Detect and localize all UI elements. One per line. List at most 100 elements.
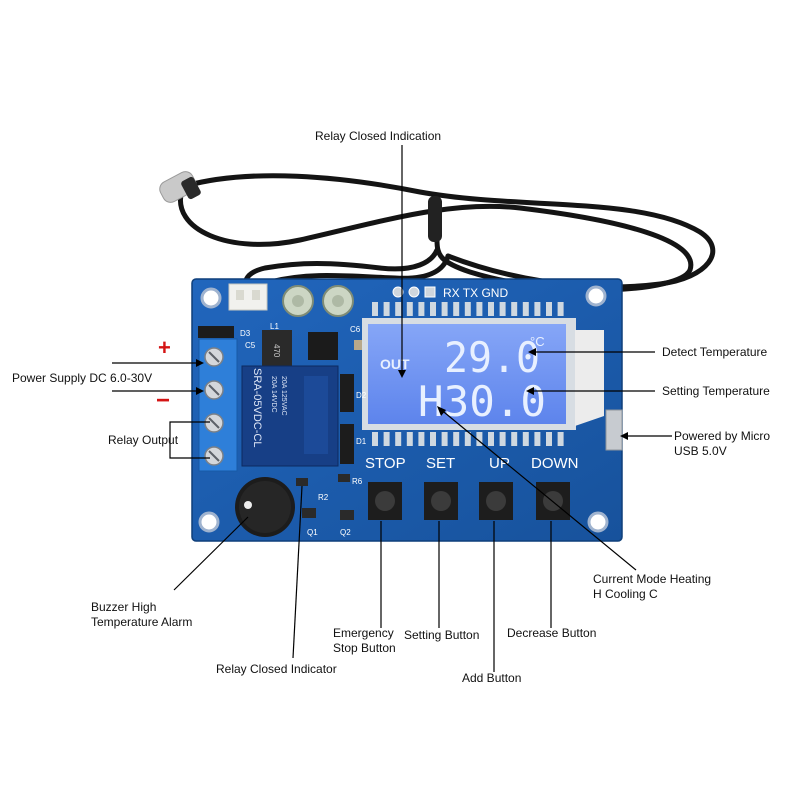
callout-buzzer (173, 516, 249, 591)
lcd-pin (441, 302, 448, 316)
lcd-pin (511, 432, 518, 446)
stop-button[interactable] (368, 482, 402, 520)
label-relay-closed-indicator: Relay Closed Indicator (216, 662, 337, 676)
label-relay-closed-indication: Relay Closed Indication (315, 129, 441, 143)
lcd-pin (557, 302, 564, 316)
silk-set: SET (426, 455, 455, 472)
relay-rating-1: 20A 14VDC (270, 376, 277, 413)
mounting-holes (198, 285, 609, 533)
callout-relay-closed-indicator (292, 485, 303, 659)
polarity-minus: − (156, 387, 170, 414)
lcd-pin (488, 432, 494, 446)
lcd-pin (418, 432, 425, 446)
up-button[interactable] (479, 482, 513, 520)
relay: SRA-05VDC-CL 20A 14VDC 20A 125VAC (241, 365, 339, 467)
lcd-pin (441, 432, 448, 446)
lcd-unit: °C (530, 334, 545, 349)
lcd-pin (476, 302, 483, 316)
lcd-pin (511, 302, 518, 316)
polarity-plus: + (158, 335, 171, 360)
lcd-pin (453, 432, 460, 446)
arrow-detect-temperature (528, 348, 536, 356)
lcd-pin (488, 302, 494, 316)
lcd-pin (522, 432, 529, 446)
label-add-button: Add Button (462, 671, 521, 685)
arrow-power-plus (196, 359, 204, 367)
lcd-temperature: 29.0 (444, 333, 540, 382)
silk-down: DOWN (531, 455, 579, 472)
temperature-probe-tip (159, 171, 201, 203)
silk-c5: C5 (245, 341, 256, 350)
lcd-pin (499, 302, 506, 316)
smd-components (296, 340, 362, 520)
cable-tie (428, 196, 442, 242)
serial-header-label: RX TX GND (443, 286, 508, 300)
lcd-pin (372, 302, 378, 316)
lcd-pin (383, 302, 390, 316)
lcd-pin (395, 432, 402, 446)
diodes (198, 326, 354, 464)
lcd-pin (464, 432, 471, 446)
lcd-setpoint: H30.0 (418, 377, 546, 426)
relay-rating-2: 20A 125VAC (280, 376, 287, 416)
probe-connector (228, 283, 268, 311)
lcd-pin (383, 432, 390, 446)
inductor-l1: 470 (262, 330, 292, 368)
lcd-pin (476, 432, 483, 446)
label-power-supply: Power Supply DC 6.0-30V (12, 371, 152, 385)
lcd-pin (464, 302, 471, 316)
arrow-setting-temperature (526, 387, 534, 395)
relay-model-text: SRA-05VDC-CL (251, 368, 263, 447)
lcd-pin (557, 432, 564, 446)
lcd-pin (406, 432, 413, 446)
silk-d3: D3 (240, 329, 251, 338)
lcd-pins-top (372, 302, 564, 316)
silk-d2: D2 (356, 391, 367, 400)
lcd-pin (430, 302, 436, 316)
callout-current-mode (438, 407, 637, 571)
label-relay-output: Relay Output (108, 433, 179, 447)
lcd-pin (453, 302, 460, 316)
silk-up: UP (489, 455, 510, 472)
label-setting-button: Setting Button (404, 628, 479, 642)
arrow-power-minus (196, 387, 204, 395)
label-detect-temperature: Detect Temperature (662, 345, 767, 359)
ic-chip (308, 332, 338, 360)
lcd-pin (546, 432, 552, 446)
silk-stop: STOP (365, 455, 406, 472)
silk-r2: R2 (318, 493, 329, 502)
lcd-pin (430, 432, 436, 446)
lcd-display: OUT 29.0 °C H30.0 (362, 318, 604, 430)
silk-l1: L1 (270, 322, 279, 331)
arrow-relay-closed-indication (398, 370, 406, 378)
lcd-pin (395, 302, 402, 316)
silk-q1: Q1 (307, 528, 318, 537)
arrow-micro-usb (620, 432, 628, 440)
lcd-pin (406, 302, 413, 316)
label-powered-usb-line2: USB 5.0V (674, 444, 727, 458)
arrow-current-mode (437, 406, 446, 416)
silk-q2: Q2 (340, 528, 351, 537)
serial-header: RX TX GND (392, 286, 508, 300)
label-buzzer-line2: Temperature Alarm (91, 615, 192, 629)
label-buzzer-line1: Buzzer High (91, 600, 156, 614)
label-setting-temperature: Setting Temperature (662, 384, 770, 398)
callout-lines (112, 145, 672, 672)
lcd-pin (522, 302, 529, 316)
lcd-pins-bottom (372, 432, 564, 446)
silk-d1: D1 (356, 437, 367, 446)
lcd-pin (372, 432, 378, 446)
label-current-mode-line2: H Cooling C (593, 587, 658, 601)
lcd-pin (499, 432, 506, 446)
lcd-pin (546, 302, 552, 316)
label-powered-usb-line1: Powered by Micro (674, 429, 770, 443)
silk-c6: C6 (350, 325, 361, 334)
screw-terminal-block (198, 338, 238, 472)
set-button[interactable] (424, 482, 458, 520)
buzzer (235, 477, 295, 537)
electrolytic-capacitors (282, 285, 354, 317)
lcd-pin (534, 432, 541, 446)
inductor-label: 470 (272, 344, 281, 358)
label-current-mode-line1: Current Mode Heating (593, 572, 711, 586)
